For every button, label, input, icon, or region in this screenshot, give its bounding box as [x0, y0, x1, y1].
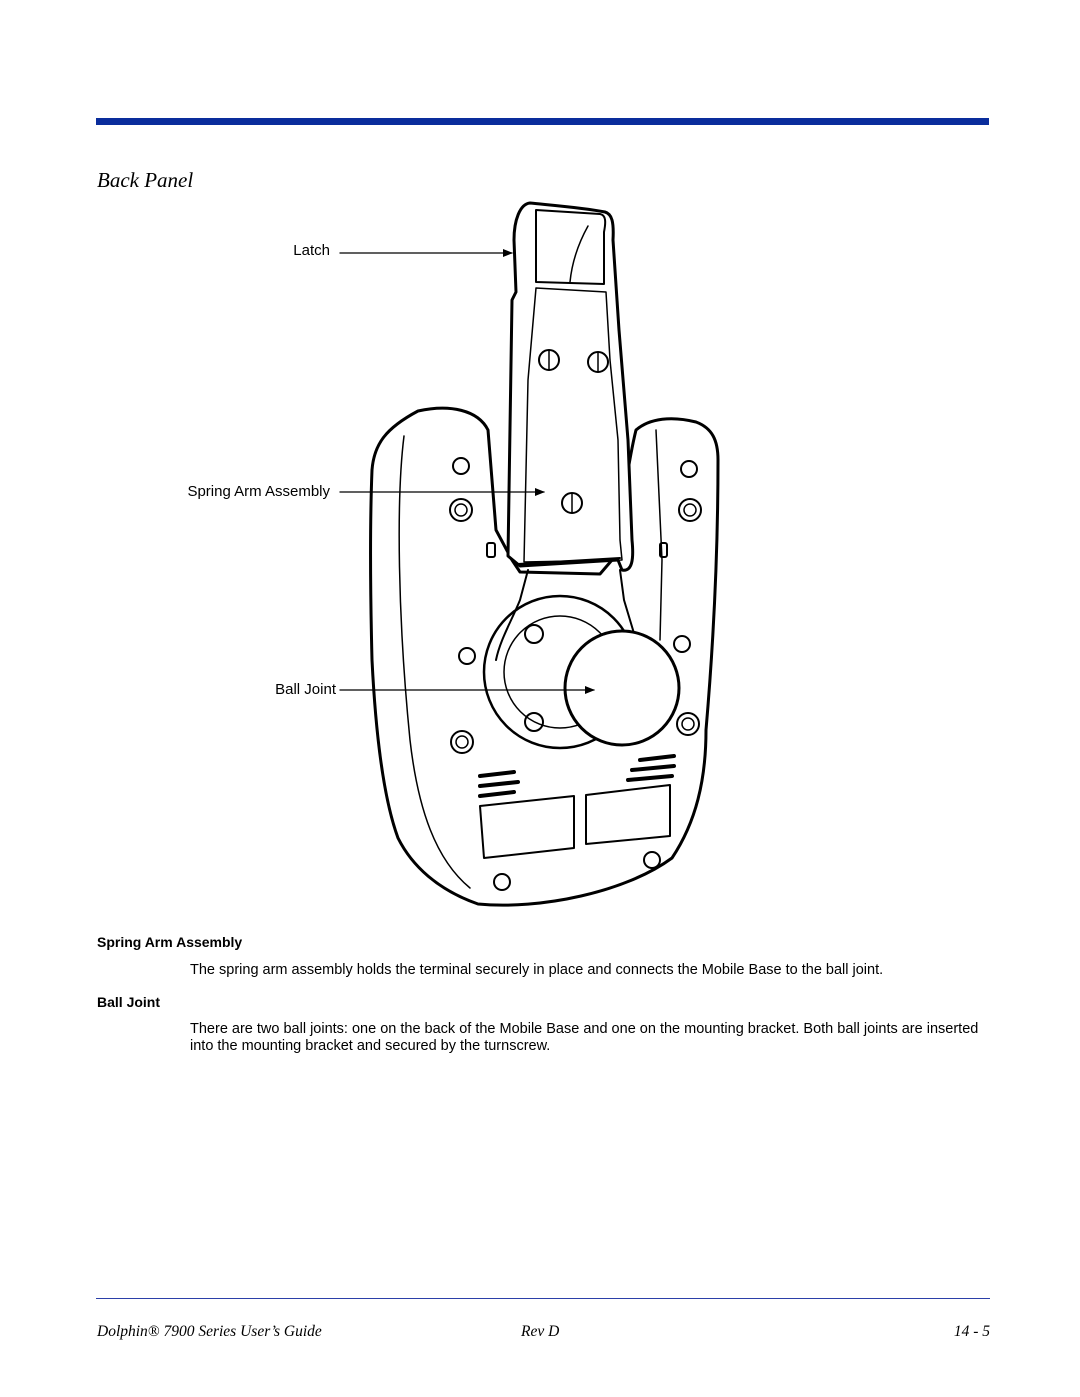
term-spring-arm-assembly: Spring Arm Assembly — [97, 934, 243, 950]
term-ball-joint: Ball Joint — [97, 994, 161, 1010]
header-rule — [96, 118, 989, 125]
housing-inner-edge-right — [655, 429, 663, 641]
arm-neck — [495, 569, 529, 661]
callout-ball-joint: Ball Joint — [275, 681, 336, 698]
mobile-base-back-panel-illustration — [339, 201, 720, 907]
description-ball-joint: There are two ball joints: one on the ba… — [190, 1021, 979, 1054]
arm-bottom-join — [517, 557, 621, 565]
footer-revision: Rev D — [521, 1323, 560, 1340]
section-title: Back Panel — [97, 168, 194, 192]
footer-rule — [96, 1298, 990, 1299]
arm-inner-panel — [523, 287, 623, 563]
footer-guide-title: Dolphin® 7900 Series User’s Guide — [97, 1323, 322, 1340]
description-spring-arm-assembly: The spring arm assembly holds the termin… — [190, 962, 884, 978]
footer-page-number: 14 - 5 — [953, 1323, 990, 1340]
housing-inner-edge — [398, 435, 471, 889]
callout-latch: Latch — [293, 242, 330, 259]
ball-joint-ball — [563, 629, 681, 747]
latch-highlight — [569, 225, 589, 283]
label-plate-left — [479, 795, 575, 859]
spring-arm-outline — [506, 201, 635, 572]
callout-spring-arm-assembly: Spring Arm Assembly — [187, 483, 330, 500]
latch-window — [535, 209, 607, 285]
label-plate-right — [585, 784, 671, 845]
